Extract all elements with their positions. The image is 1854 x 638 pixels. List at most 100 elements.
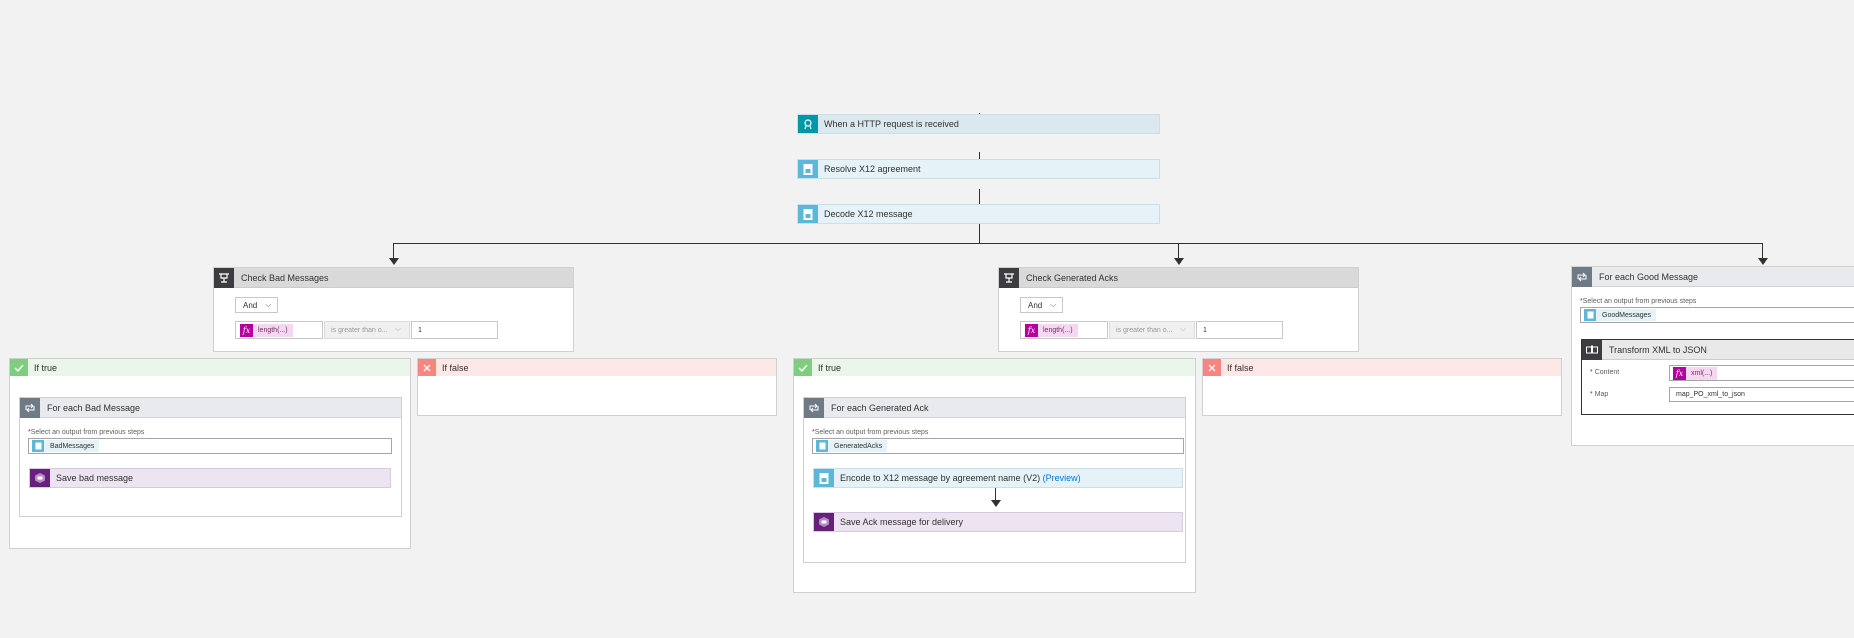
close-icon — [418, 359, 436, 376]
function-token[interactable]: fx xml(...) — [1673, 366, 1718, 380]
select-output-input[interactable]: GeneratedAcks — [812, 438, 1184, 454]
decode-x12-title: Decode X12 message — [824, 209, 913, 219]
foreach-ack-header[interactable]: For each Generated Ack — [804, 397, 1185, 418]
good-messages-token[interactable]: GoodMessages — [1584, 309, 1657, 321]
if-false-branch-acks: If false — [1202, 358, 1562, 416]
condition-value-input[interactable]: 1 — [411, 321, 498, 339]
transform-header[interactable]: Transform XML to JSON — [1582, 339, 1854, 360]
transform-icon — [1582, 339, 1602, 360]
resolve-x12-card[interactable]: Resolve X12 agreement — [797, 159, 1160, 179]
content-input[interactable]: fx xml(...) — [1669, 365, 1854, 381]
storage-icon — [814, 513, 834, 531]
foreach-good-message: For each Good Message *Select an output … — [1571, 266, 1854, 446]
token-label: GoodMessages — [1602, 311, 1652, 319]
function-token[interactable]: fx length(...) — [240, 323, 293, 337]
transform-title: Transform XML to JSON — [1609, 344, 1707, 355]
foreach-bad-header[interactable]: For each Bad Message — [20, 397, 401, 418]
condition-icon — [214, 267, 234, 288]
function-token[interactable]: fx length(...) — [1025, 323, 1078, 337]
logic-select[interactable]: And ⌵ — [1020, 297, 1063, 313]
if-false-label: If false — [442, 362, 469, 373]
if-true-header[interactable]: If true — [794, 359, 1195, 376]
check-acks-title: Check Generated Acks — [1026, 272, 1119, 283]
operator-value: is greater than o... — [1116, 326, 1173, 334]
loop-icon — [804, 397, 824, 418]
condition-left-operand[interactable]: fx length(...) — [235, 321, 323, 339]
if-false-header[interactable]: If false — [1203, 359, 1561, 376]
chevron-down-icon: ⌵ — [395, 326, 401, 333]
save-bad-message-card[interactable]: Save bad message — [29, 468, 391, 488]
check-icon — [794, 359, 812, 376]
chevron-down-icon: ⌵ — [1050, 300, 1057, 309]
document-icon — [798, 205, 818, 223]
http-trigger-title: When a HTTP request is received — [824, 119, 959, 129]
preview-tag: (Preview) — [1042, 473, 1081, 483]
foreach-bad-title: For each Bad Message — [47, 402, 141, 413]
if-true-branch-bad: If true For each Bad Message *Select an … — [9, 358, 411, 549]
http-request-icon — [798, 115, 818, 133]
if-true-label: If true — [34, 362, 58, 373]
token-label: BadMessages — [50, 442, 95, 450]
document-icon — [816, 440, 828, 452]
foreach-good-header[interactable]: For each Good Message — [1572, 266, 1854, 287]
save-ack-message-card[interactable]: Save Ack message for delivery — [813, 512, 1183, 532]
check-generated-acks-condition: Check Generated Acks And ⌵ fx length(...… — [998, 267, 1359, 352]
condition-icon — [999, 267, 1019, 288]
foreach-good-title: For each Good Message — [1599, 271, 1699, 282]
map-input[interactable]: map_PO_xml_to_json — [1669, 387, 1854, 402]
token-label: GeneratedAcks — [834, 442, 883, 450]
select-output-label: *Select an output from previous steps — [28, 429, 145, 436]
condition-value-input[interactable]: 1 — [1196, 321, 1283, 339]
operator-value: is greater than o... — [331, 326, 388, 334]
function-icon: fx — [240, 323, 253, 337]
save-ack-message-title: Save Ack message for delivery — [840, 517, 964, 527]
bad-messages-token[interactable]: BadMessages — [32, 440, 100, 452]
check-icon — [10, 359, 28, 376]
function-expr: length(...) — [258, 326, 288, 334]
encode-x12-card[interactable]: Encode to X12 message by agreement name … — [813, 468, 1183, 488]
chevron-down-icon: ⌵ — [265, 300, 272, 309]
if-false-branch-bad: If false — [417, 358, 777, 416]
resolve-x12-title: Resolve X12 agreement — [824, 164, 921, 174]
logic-value: And — [243, 300, 258, 310]
content-label: * Content — [1590, 369, 1620, 376]
decode-x12-card[interactable]: Decode X12 message — [797, 204, 1160, 224]
http-trigger-card[interactable]: When a HTTP request is received — [797, 114, 1160, 134]
generated-acks-token[interactable]: GeneratedAcks — [816, 440, 888, 452]
condition-left-operand[interactable]: fx length(...) — [1020, 321, 1108, 339]
function-expr: length(...) — [1043, 326, 1073, 334]
loop-icon — [1572, 266, 1592, 287]
check-acks-header[interactable]: Check Generated Acks — [999, 267, 1358, 288]
save-bad-message-title: Save bad message — [56, 473, 134, 483]
condition-operator-select[interactable]: is greater than o... ⌵ — [1109, 321, 1195, 339]
logic-select[interactable]: And ⌵ — [235, 297, 278, 313]
document-icon — [798, 160, 818, 178]
if-false-header[interactable]: If false — [418, 359, 776, 376]
chevron-down-icon: ⌵ — [1180, 326, 1186, 333]
document-icon — [1584, 309, 1596, 321]
select-output-input[interactable]: BadMessages — [28, 438, 392, 454]
if-true-header[interactable]: If true — [10, 359, 410, 376]
foreach-ack-title: For each Generated Ack — [831, 402, 929, 413]
if-true-label: If true — [818, 362, 842, 373]
map-value: map_PO_xml_to_json — [1676, 391, 1745, 398]
storage-icon — [30, 469, 50, 487]
loop-icon — [20, 397, 40, 418]
encode-x12-title: Encode to X12 message by agreement name … — [840, 473, 1081, 483]
check-bad-messages-title: Check Bad Messages — [241, 272, 329, 283]
select-output-label: *Select an output from previous steps — [812, 429, 929, 436]
check-bad-messages-header[interactable]: Check Bad Messages — [214, 267, 573, 288]
document-icon — [814, 469, 834, 487]
check-bad-messages-condition: Check Bad Messages And ⌵ fx length(...) … — [213, 267, 574, 352]
transform-xml-to-json: Transform XML to JSON * Content fx xml(.… — [1581, 339, 1854, 415]
if-true-branch-acks: If true For each Generated Ack *Select a… — [793, 358, 1196, 593]
close-icon — [1203, 359, 1221, 376]
condition-operator-select[interactable]: is greater than o... ⌵ — [324, 321, 410, 339]
logic-value: And — [1028, 300, 1043, 310]
document-icon — [32, 440, 44, 452]
foreach-bad-message: For each Bad Message *Select an output f… — [19, 397, 402, 517]
condition-value: 1 — [1203, 326, 1207, 334]
select-output-input[interactable]: GoodMessages — [1580, 307, 1854, 323]
foreach-generated-ack: For each Generated Ack *Select an output… — [803, 397, 1186, 563]
function-expr: xml(...) — [1691, 369, 1713, 377]
